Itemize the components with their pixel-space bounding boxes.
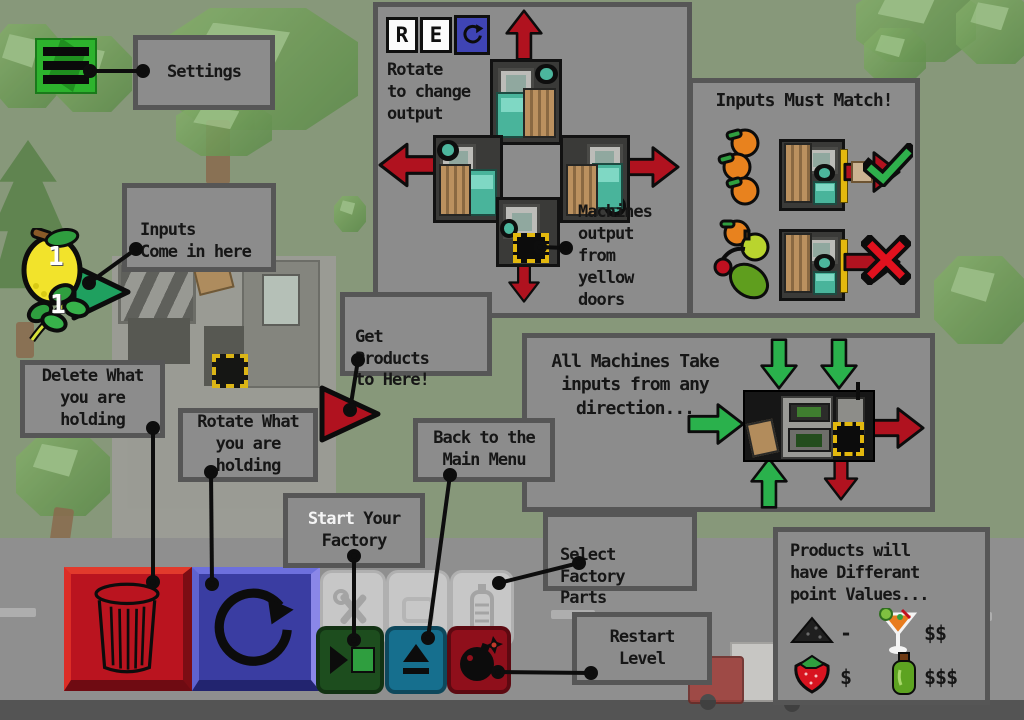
input-arrow-right [687, 403, 745, 445]
factory-window [262, 274, 300, 326]
yellow-output-door [833, 422, 865, 456]
factory-windows [128, 318, 190, 364]
get-products-label-box: Get Products to Here! [340, 292, 492, 390]
input-arrow-up [750, 457, 788, 509]
road-edge [0, 700, 1024, 720]
match-title: Inputs Must Match! [715, 90, 893, 111]
yellow-output-door [512, 232, 549, 263]
match-machine-good [779, 139, 848, 211]
rotate-key-icon [454, 15, 490, 55]
tree-bush [934, 256, 1024, 344]
start-factory-button[interactable] [316, 626, 384, 694]
output-arrow-left [378, 142, 440, 188]
settings-button[interactable] [35, 38, 97, 94]
mixed-fruit-icon [713, 219, 770, 300]
rotate-hold-label: Rotate What you are holding [197, 412, 300, 476]
tools-icon [333, 589, 367, 625]
point-values-title: Products will have Differant point Value… [790, 541, 930, 606]
tree-bush [16, 434, 110, 516]
road-lane-mark [0, 608, 36, 617]
check-icon [863, 143, 913, 187]
input-marker: 1 1 [18, 228, 138, 343]
tree-trunk [16, 322, 34, 358]
rotate-tutorial-panel: R E Rotate to change output Machines out… [373, 2, 692, 318]
output-marker [319, 385, 381, 443]
restart-level-button[interactable] [447, 626, 511, 694]
bottle-icon [892, 652, 916, 695]
bomb-icon [460, 636, 503, 681]
machine-large [743, 382, 875, 462]
inputs-label: Inputs Come in here [140, 219, 252, 262]
restart-label-box: Restart Level [572, 612, 712, 685]
machine-right [560, 135, 630, 223]
hamburger-menu-icon [43, 45, 89, 87]
eject-icon [403, 644, 429, 674]
coal-icon [790, 616, 834, 643]
match-tutorial-panel: Inputs Must Match! [688, 78, 920, 318]
settings-label-box: Settings [133, 35, 275, 110]
cocktail-icon [878, 608, 918, 654]
back-label-box: Back to the Main Menu [413, 418, 555, 482]
inputs-label-box: Inputs Come in here [122, 183, 276, 272]
machine-down [496, 197, 560, 267]
output-arrow-right [867, 407, 925, 449]
get-products-label: Get Products to Here! [355, 326, 430, 391]
factory-building [112, 256, 336, 540]
inputs-direction-panel: All Machines Take inputs from any direct… [522, 333, 935, 512]
lemon-count: 1 [48, 242, 64, 272]
strawberry-icon [794, 654, 830, 694]
input-arrow-down-1 [760, 338, 798, 390]
cocktail-value: $$ [924, 621, 947, 645]
output-arrow-right [622, 146, 680, 188]
rotate-icon [214, 588, 294, 666]
rotate-button[interactable] [192, 567, 320, 691]
match-machine-bad [779, 229, 848, 301]
tree-bush [334, 196, 366, 232]
rotate-label-box: Rotate What you are holding [178, 408, 318, 482]
start-label: Start Your Factory [307, 508, 401, 551]
tree-bush [956, 0, 1024, 64]
all-machines-caption: All Machines Take inputs from any direct… [551, 351, 719, 419]
bottle-value: $$$ [924, 665, 958, 689]
coal-value: - [840, 621, 852, 645]
input-arrow-down-2 [820, 338, 858, 390]
machine-left [433, 135, 503, 223]
machine-tab-icon [402, 597, 434, 623]
delete-label: Delete What you are holding [41, 366, 145, 430]
delete-label-box: Delete What you are holding [20, 360, 165, 438]
mint-leaf-icon [26, 283, 90, 343]
settings-label: Settings [167, 61, 242, 82]
back-label: Back to the Main Menu [433, 428, 536, 470]
rotate-caption: Rotate to change output [387, 60, 471, 125]
start-label-box: Start Your Factory [283, 493, 425, 568]
trash-icon [94, 582, 160, 674]
key-r: R [386, 17, 418, 53]
select-label-box: Select Factory Parts [543, 512, 697, 608]
main-menu-button[interactable] [385, 626, 447, 694]
oranges-icon [717, 128, 760, 206]
output-arrow-up [505, 9, 543, 61]
delete-button[interactable] [64, 567, 192, 691]
point-values-panel: Products will have Differant point Value… [773, 527, 990, 705]
factory-hazard-door [212, 354, 248, 388]
play-icon [330, 646, 375, 674]
leaf-count: 1 [50, 290, 66, 320]
restart-label: Restart Level [609, 626, 676, 669]
machine-up [490, 59, 562, 145]
x-icon [861, 235, 911, 285]
key-e: E [420, 17, 452, 53]
strawberry-value: $ [840, 665, 852, 689]
tree-bush [864, 28, 926, 84]
output-door-caption: Machines output from yellow doors [578, 202, 653, 311]
